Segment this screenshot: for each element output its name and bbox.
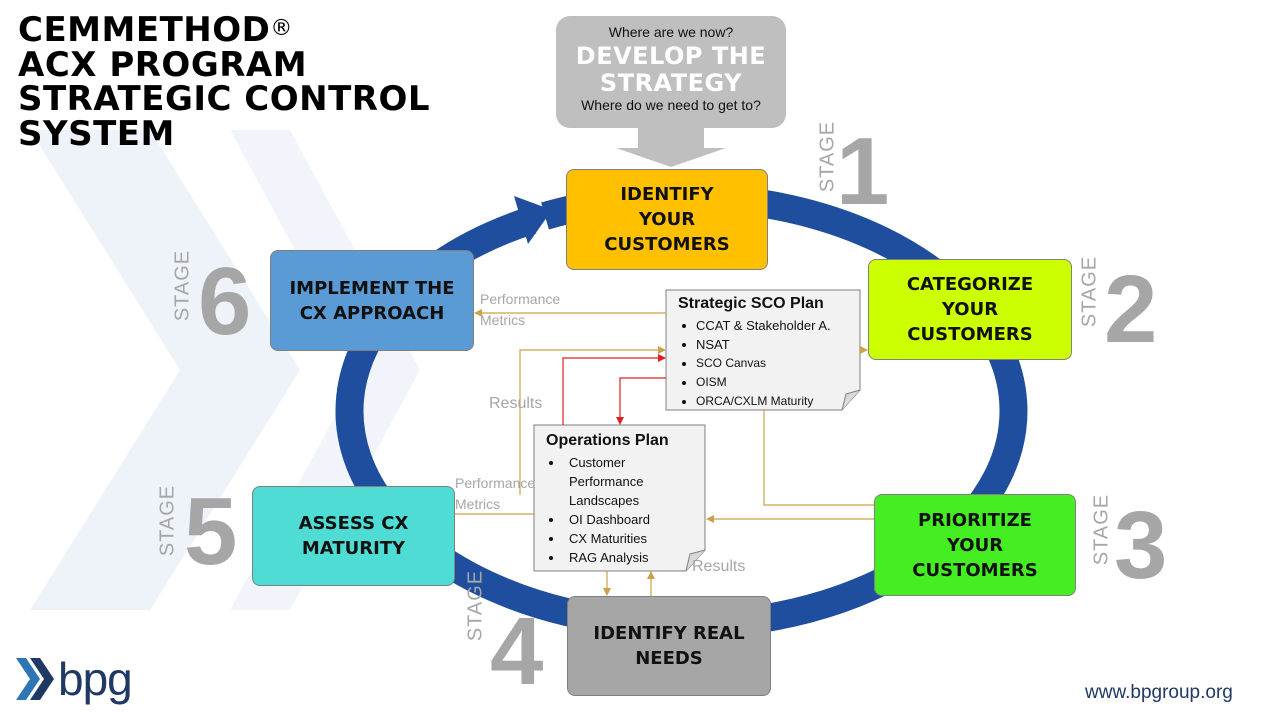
ops-plan-item: CX Maturities <box>543 529 708 548</box>
cycle-arrowhead <box>514 196 552 244</box>
stage-1-number: 1 <box>836 118 890 225</box>
double-chevron-right-icon <box>16 658 54 700</box>
ops-plan-item-continued: Performance <box>569 474 644 489</box>
title-line-1: CEMMETHOD <box>18 10 271 50</box>
results-label-left: Results <box>489 395 543 412</box>
ops-plan-item: RAG Analysis <box>543 548 708 567</box>
stage-5-text-line-1: ASSESS CX <box>298 513 409 534</box>
stage-5-text-line-2: MATURITY <box>301 538 406 559</box>
strategic-sco-plan: Strategic SCO Plan CCAT & Stakeholder A.… <box>676 295 866 411</box>
stage-6-box: IMPLEMENT THE CX APPROACH <box>270 250 474 351</box>
ops-plan-title: Operations Plan <box>546 432 669 449</box>
performance-metrics-top-line-1: Performance <box>480 291 561 307</box>
callout-question-top: Where are we now? <box>608 24 734 40</box>
title-line-4: SYSTEM <box>18 113 175 154</box>
title-line-2: ACX PROGRAM <box>18 44 308 85</box>
sco-plan-item: SCO Canvas <box>676 354 866 373</box>
performance-metrics-mid-line-1: Performance <box>455 475 536 491</box>
stage-1-text-line-3: CUSTOMERS <box>604 234 730 255</box>
stage-3-number: 3 <box>1114 492 1168 599</box>
sco-plan-item: ORCA/CXLM Maturity <box>676 392 866 411</box>
stage-4-label: STAGE <box>464 569 487 642</box>
stage-2-text-line-3: CUSTOMERS <box>907 324 1033 345</box>
sco-plan-item: NSAT <box>676 335 866 354</box>
stage-2-text-line-2: YOUR <box>941 299 999 320</box>
stage-2-box: CATEGORIZE YOUR CUSTOMERS <box>868 259 1072 360</box>
stage-2-number: 2 <box>1104 256 1158 363</box>
performance-metrics-top-line-2: Metrics <box>480 312 526 328</box>
stage-4-text-line-1: IDENTIFY REAL <box>593 623 745 644</box>
stage-5-box: ASSESS CX MATURITY <box>252 486 455 586</box>
stage-2-text-line-1: CATEGORIZE <box>906 274 1034 295</box>
sco-plan-title: Strategic SCO Plan <box>678 295 824 312</box>
page-title: CEMMETHOD® ACX PROGRAM STRATEGIC CONTROL… <box>18 12 478 151</box>
performance-metrics-label-mid: Performance Metrics <box>455 473 535 515</box>
ops-plan-item: Customer <box>543 453 708 472</box>
callout-down-arrow <box>616 127 726 167</box>
callout-heading-line-1: DEVELOP THE <box>575 42 767 70</box>
stage-6-number: 6 <box>198 248 252 355</box>
stage-3-box: PRIORITIZE YOUR CUSTOMERS <box>874 494 1076 596</box>
stage-4-box: IDENTIFY REAL NEEDS <box>567 596 771 696</box>
stage-1-text-line-1: IDENTIFY <box>620 184 714 205</box>
stage-5-number: 5 <box>184 478 238 585</box>
results-label-bottom: Results <box>692 558 746 575</box>
stage-6-text-line-2: CX APPROACH <box>299 302 445 324</box>
stage-1-box: IDENTIFY YOUR CUSTOMERS <box>566 169 768 270</box>
cycle-ring <box>335 183 1028 640</box>
stage-3-label: STAGE <box>1090 493 1113 566</box>
sco-plan-item: OISM <box>676 373 866 392</box>
strategy-callout: Where are we now? DEVELOP THE STRATEGY W… <box>556 16 786 128</box>
performance-metrics-label-top: Performance Metrics <box>480 289 560 331</box>
stage-3-text-line-3: CUSTOMERS <box>912 559 1038 581</box>
operations-plan: Operations Plan Customer Performance Lan… <box>543 432 708 567</box>
sco-plan-list: CCAT & Stakeholder A. NSAT SCO Canvas OI… <box>676 316 866 411</box>
ops-plan-item: OI Dashboard <box>543 510 708 529</box>
trademark-symbol: ® <box>270 16 293 41</box>
callout-heading-line-2: STRATEGY <box>599 69 743 97</box>
sco-plan-item: CCAT & Stakeholder A. <box>676 316 866 335</box>
stage-2-label: STAGE <box>1078 255 1101 328</box>
brand-logo: bpg <box>16 652 133 706</box>
website-link[interactable]: www.bpgroup.org <box>1085 682 1233 703</box>
ops-plan-list: Customer Performance Landscapes OI Dashb… <box>543 453 708 567</box>
stage-6-text-line-1: IMPLEMENT THE <box>289 277 455 299</box>
stage-4-text-line-2: NEEDS <box>635 648 703 669</box>
ops-plan-item-continued: Landscapes <box>569 493 640 508</box>
performance-metrics-mid-line-2: Metrics <box>455 496 501 512</box>
stage-5-label: STAGE <box>156 484 179 557</box>
stage-1-text-line-2: YOUR <box>638 209 696 230</box>
title-line-3: STRATEGIC CONTROL <box>18 79 431 119</box>
stage-4-number: 4 <box>490 598 544 705</box>
stage-3-text-line-2: YOUR <box>946 534 1004 556</box>
brand-logo-text: bpg <box>58 653 133 705</box>
stage-6-label: STAGE <box>171 249 194 322</box>
stage-3-text-line-1: PRIORITIZE <box>918 509 1032 531</box>
callout-question-bottom: Where do we need to get to? <box>581 97 761 113</box>
